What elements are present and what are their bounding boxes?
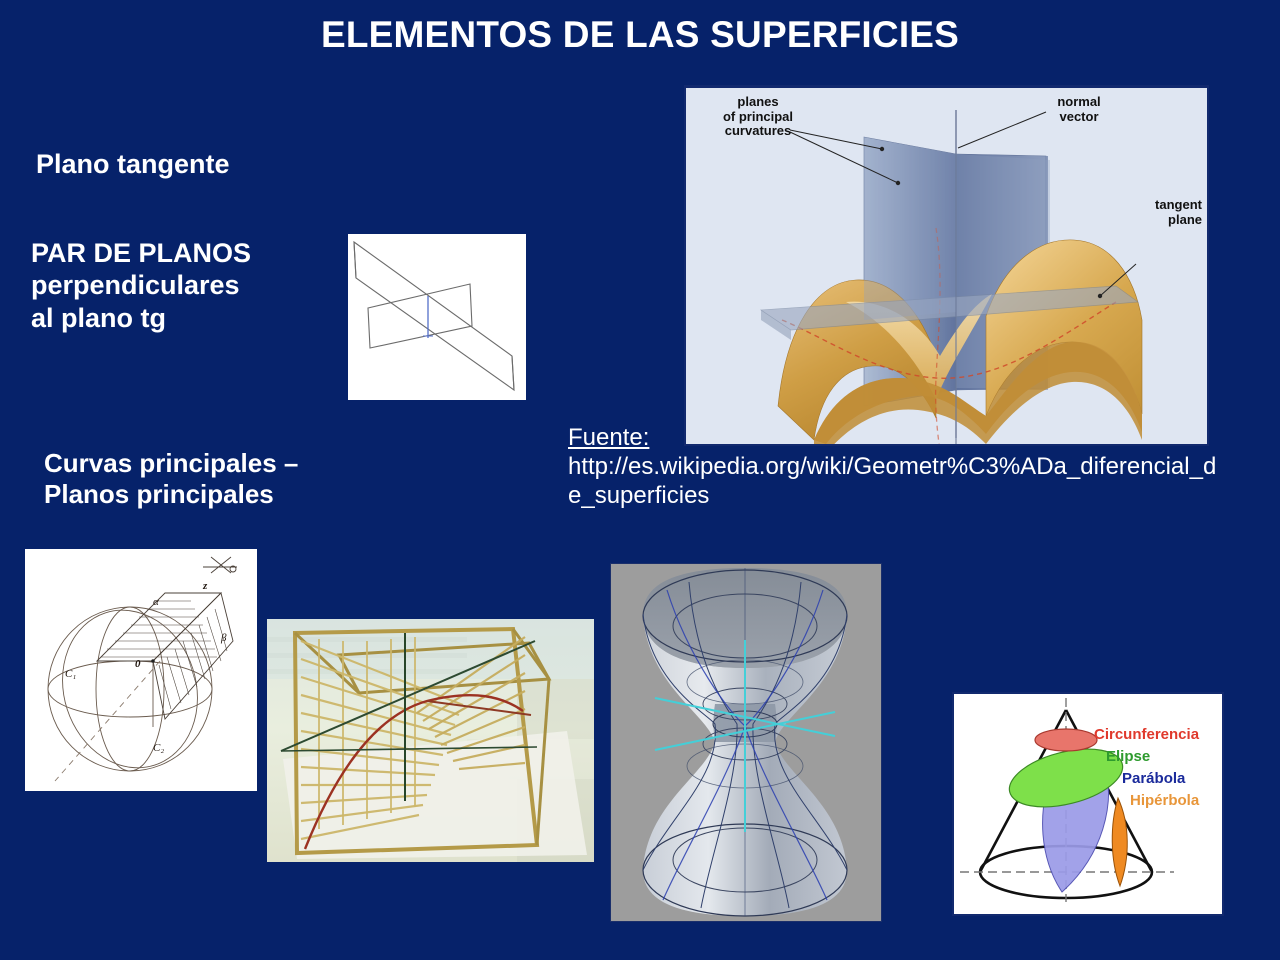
conic-sections-drawing	[954, 694, 1218, 910]
figure-principal-curvatures: planes of principal curvatures normal ve…	[684, 85, 1209, 446]
conic-label-parabola: Parábola	[1122, 770, 1186, 787]
source-block: Fuente: http://es.wikipedia.org/wiki/Geo…	[568, 424, 1228, 510]
conic-label-elipse: Elipse	[1106, 748, 1151, 765]
sphere-label-beta: β	[220, 632, 227, 644]
sphere-drawing: C₁ C₂ 0 α β z	[25, 549, 257, 791]
sphere-label-alpha: α	[153, 596, 159, 608]
text-plano-tangente: Plano tangente	[36, 149, 230, 179]
sphere-label-z: z	[202, 580, 208, 592]
label-planes-of-principal-curvatures: planes of principal curvatures	[722, 94, 794, 139]
sphere-label-o: 0	[135, 658, 141, 670]
page-title: ELEMENTOS DE LAS SUPERFICIES	[320, 14, 960, 55]
figure-hyperboloid	[610, 563, 882, 922]
source-label: Fuente:	[568, 424, 650, 451]
hyperboloid-drawing	[611, 564, 879, 919]
label-normal-vector: normal vector	[1057, 94, 1101, 124]
perpendicular-planes-drawing	[348, 234, 526, 400]
label-tangent-plane: tangent plane	[1155, 197, 1202, 227]
figure-sphere-principal-planes: C₁ C₂ 0 α β z	[25, 549, 257, 791]
conic-label-hiperbola: Hipérbola	[1130, 792, 1200, 809]
sphere-label-c2: C₂	[153, 742, 164, 754]
conic-label-circunferencia: Circunferencia	[1094, 726, 1200, 743]
figure-bamboo-hyperbolic-paraboloid	[267, 619, 594, 862]
text-curvas-principales: Curvas principales – Planos principales	[44, 448, 299, 510]
bamboo-model-drawing	[267, 619, 594, 862]
principal-curvatures-drawing	[686, 88, 1207, 444]
text-par-de-planos: PAR DE PLANOS perpendiculares al plano t…	[31, 238, 252, 333]
figure-conic-sections: Circunferencia Elipse Parábola Hipérbola	[952, 692, 1224, 916]
source-url[interactable]: http://es.wikipedia.org/wiki/Geometr%C3%…	[568, 452, 1217, 509]
sphere-label-c1: C₁	[65, 668, 76, 680]
figure-perpendicular-planes	[348, 234, 526, 400]
